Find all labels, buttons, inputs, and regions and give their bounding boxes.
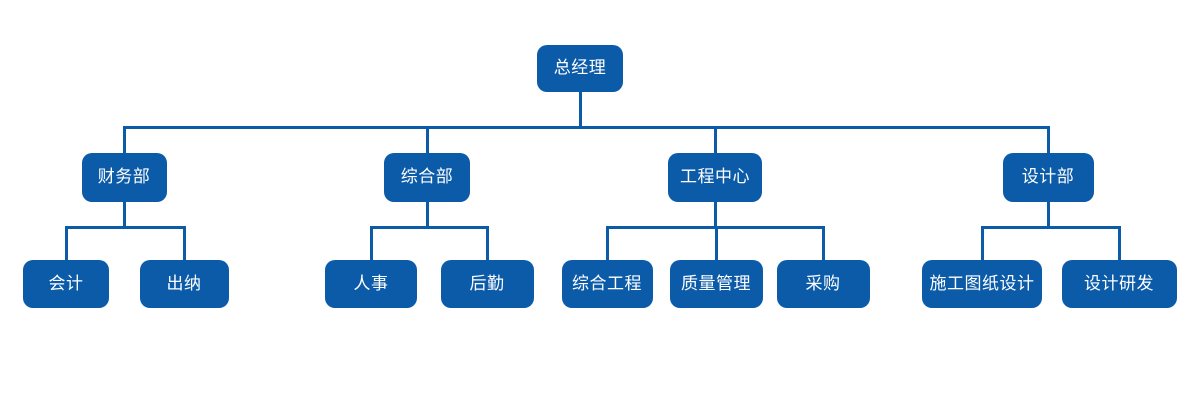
org-node-general-affairs-dept: 综合部 (384, 153, 470, 202)
connector-child-stem (713, 125, 717, 153)
connector-bar (64, 225, 186, 229)
connector-parent-stem (425, 202, 429, 229)
org-node-label: 设计部 (1021, 167, 1075, 187)
org-node-label: 后勤 (469, 273, 505, 294)
org-node-label: 总经理 (553, 58, 607, 78)
org-node-general-engineering: 综合工程 (561, 260, 653, 308)
org-node-quality-management: 质量管理 (669, 260, 763, 308)
connector-child-stem (980, 225, 984, 260)
org-node-label: 综合工程 (572, 273, 642, 294)
connector-child-stem (182, 225, 186, 260)
org-node-procurement: 采购 (776, 260, 870, 308)
connector-child-stem (425, 125, 429, 153)
org-node-label: 采购 (805, 273, 841, 294)
connector-parent-stem (713, 202, 717, 229)
org-node-label: 质量管理 (681, 273, 751, 294)
connector-child-stem (64, 225, 68, 260)
org-node-label: 施工图纸设计 (929, 273, 1035, 294)
connector-bar (369, 225, 489, 229)
org-node-label: 工程中心 (680, 167, 750, 187)
org-node-accounting: 会计 (23, 260, 109, 308)
org-node-label: 人事 (353, 273, 389, 294)
connector-child-stem (369, 225, 373, 260)
org-node-cashier: 出纳 (139, 260, 229, 308)
connector-parent-stem (122, 202, 126, 229)
org-node-design-dept: 设计部 (1002, 153, 1094, 202)
org-node-label: 会计 (48, 273, 84, 294)
org-node-engineering-center: 工程中心 (668, 153, 762, 202)
connector-parent-stem (578, 92, 582, 129)
org-node-hr: 人事 (325, 260, 417, 308)
connector-child-stem (485, 225, 489, 260)
org-node-label: 设计研发 (1084, 273, 1154, 294)
connector-child-stem (821, 225, 825, 260)
connector-parent-stem (1046, 202, 1050, 229)
org-node-label: 出纳 (166, 273, 202, 294)
connector-child-stem (1117, 225, 1121, 260)
org-node-general-manager: 总经理 (537, 45, 623, 92)
connector-bar (122, 125, 1050, 129)
org-node-construction-drawing: 施工图纸设计 (922, 260, 1042, 308)
org-node-finance-dept: 财务部 (81, 153, 167, 202)
org-node-label: 财务部 (97, 167, 151, 187)
org-node-label: 综合部 (400, 167, 454, 187)
connector-child-stem (122, 125, 126, 153)
org-node-design-rd: 设计研发 (1061, 260, 1177, 308)
connector-bar (980, 225, 1121, 229)
connector-child-stem (605, 225, 609, 260)
org-node-logistics: 后勤 (440, 260, 534, 308)
connector-child-stem (1046, 125, 1050, 153)
connector-child-stem (714, 225, 718, 260)
